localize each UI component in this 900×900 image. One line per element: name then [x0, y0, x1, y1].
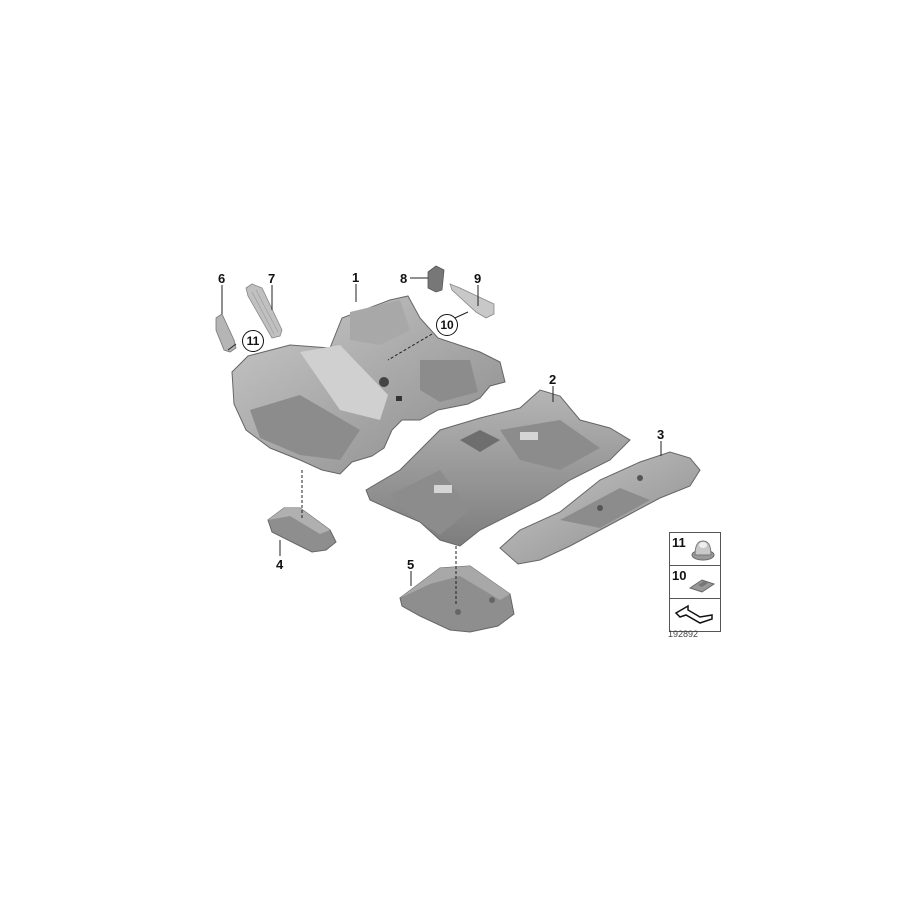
legend-item-nut[interactable]: 11 — [670, 533, 720, 566]
callout-10-circled[interactable]: 10 — [436, 314, 458, 336]
reference-number: 192892 — [668, 629, 699, 639]
part-6-bracket[interactable] — [215, 313, 237, 353]
callout-3[interactable]: 3 — [657, 427, 665, 442]
part-8-pad[interactable] — [427, 265, 445, 293]
part-3-tunnel-trim[interactable] — [499, 451, 701, 565]
callout-9[interactable]: 9 — [474, 271, 482, 286]
leader-lines — [221, 277, 662, 604]
callout-5[interactable]: 5 — [407, 557, 415, 572]
legend-item-clip[interactable]: 10 — [670, 566, 720, 599]
callout-7[interactable]: 7 — [268, 271, 276, 286]
callout-2[interactable]: 2 — [549, 372, 557, 387]
nut-icon — [691, 540, 715, 561]
legend-label: 10 — [672, 568, 687, 583]
clip-icon — [688, 579, 716, 593]
callout-8[interactable]: 8 — [400, 271, 408, 286]
part-9-wedge[interactable] — [449, 283, 495, 319]
part-1-front-carpet[interactable] — [231, 295, 506, 475]
part-4-cover[interactable] — [267, 507, 337, 553]
legend-box: 11 10 — [669, 532, 721, 632]
legend-item-arrow[interactable] — [670, 599, 720, 631]
callout-11-circled[interactable]: 11 — [242, 330, 264, 352]
part-7-strip[interactable] — [245, 283, 283, 339]
callout-6[interactable]: 6 — [218, 271, 226, 286]
part-2-rear-carpet[interactable] — [365, 389, 631, 547]
direction-arrow-icon — [674, 604, 713, 624]
callout-1[interactable]: 1 — [352, 270, 360, 285]
part-5-floor-panel[interactable] — [399, 565, 515, 633]
legend-label: 11 — [672, 535, 686, 550]
callout-4[interactable]: 4 — [276, 557, 284, 572]
